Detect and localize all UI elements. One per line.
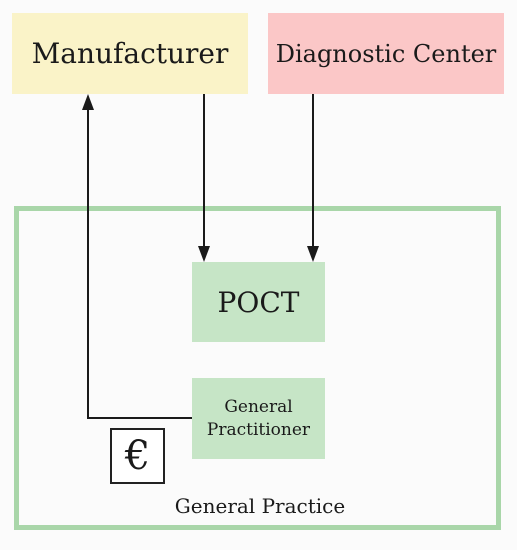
manufacturer-label: Manufacturer xyxy=(31,37,229,70)
manufacturer-node: Manufacturer xyxy=(12,13,248,94)
arrowhead-diagnostic-to-poct xyxy=(307,246,319,262)
general-practice-label: General Practice xyxy=(174,494,346,518)
general-practitioner-label-line2: Practitioner xyxy=(206,419,311,440)
euro-icon: € xyxy=(110,428,165,484)
arrowhead-manufacturer-to-poct xyxy=(198,246,210,262)
general-practitioner-node: General Practitioner xyxy=(192,378,325,459)
arrowhead-gp-to-manufacturer xyxy=(82,94,94,110)
euro-symbol: € xyxy=(124,433,151,479)
general-practitioner-label-line1: General xyxy=(224,396,293,417)
diagnostic-center-node: Diagnostic Center xyxy=(268,13,504,94)
diagnostic-center-label: Diagnostic Center xyxy=(275,39,497,68)
poct-label: POCT xyxy=(217,285,300,319)
general-practice-frame xyxy=(14,206,501,530)
arrow-gp-to-manufacturer xyxy=(87,108,192,419)
poct-node: POCT xyxy=(192,262,325,342)
